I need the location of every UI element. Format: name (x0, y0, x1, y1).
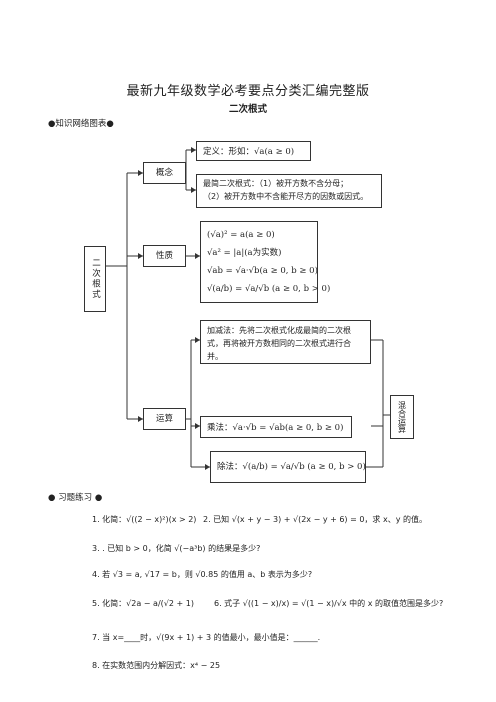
exercise-item: 1. 化简：√((2 − x)²)(x > 2) (92, 515, 197, 524)
exercise-item: 7. 当 x=____时，√(9x + 1) + 3 的值最小，最小值是：___… (92, 633, 321, 642)
node-concept: 概念 (143, 162, 186, 184)
properties-box: (√a)² = a(a ≥ 0) √a² = |a|(a为实数) √ab = √… (200, 221, 331, 303)
concept-simplest: 最简二次根式：（1）被开方数不含分母； （2）被开方数中不含能开尽方的因数或因式… (196, 174, 382, 208)
exercise-item: 6. 式子 √((1 − x)/x) = √(1 − x)/√x 中的 x 的取… (214, 599, 444, 608)
property-item: √ab = √a·√b(a ≥ 0, b ≥ 0) (207, 266, 318, 276)
operation-add-sub: 加减法：先将二次根式化成最简的二次根式，再将被开方数相同的二次根式进行合并。 (200, 320, 371, 364)
exercise-item: 2. 已知 √(x + y − 3) + √(2x − y + 6) = 0，求… (203, 515, 427, 524)
node-operations: 运算 (143, 408, 186, 430)
section-network-heading: ●知识网络图表● (48, 119, 114, 129)
page-title: 最新九年级数学必考要点分类汇编完整版 (126, 84, 370, 99)
property-item: (√a)² = a(a ≥ 0) (207, 230, 275, 240)
property-item: √a² = |a|(a为实数) (207, 248, 282, 258)
property-item: √(a/b) = √a/√b (a ≥ 0, b > 0) (207, 284, 331, 294)
page-subtitle: 二次根式 (228, 104, 267, 115)
exercise-item: 8. 在实数范围内分解因式：x⁴ − 25 (92, 661, 221, 670)
section-exercises-heading: ● 习题练习 ● (48, 493, 103, 503)
operation-multiply: 乘法：√a·√b = √ab(a ≥ 0, b ≥ 0) (200, 416, 352, 438)
node-mixed-operation: 混合运算 (390, 395, 414, 439)
diagram-root: 二次根式 (84, 246, 106, 312)
node-properties: 性质 (143, 245, 186, 267)
exercise-item: 4. 若 √3 = a, √17 = b，则 √0.85 的值用 a、b 表示为… (92, 570, 313, 579)
concept-definition: 定义：形如：√a(a ≥ 0) (196, 141, 311, 161)
operation-divide: 除法：√(a/b) = √a/√b (a ≥ 0, b > 0) (210, 451, 366, 483)
exercise-item: 3. . 已知 b > 0，化简 √(−a³b) 的结果是多少? (92, 544, 261, 553)
exercise-item: 5. 化简：√2a − a/(√2 + 1) (92, 599, 194, 608)
